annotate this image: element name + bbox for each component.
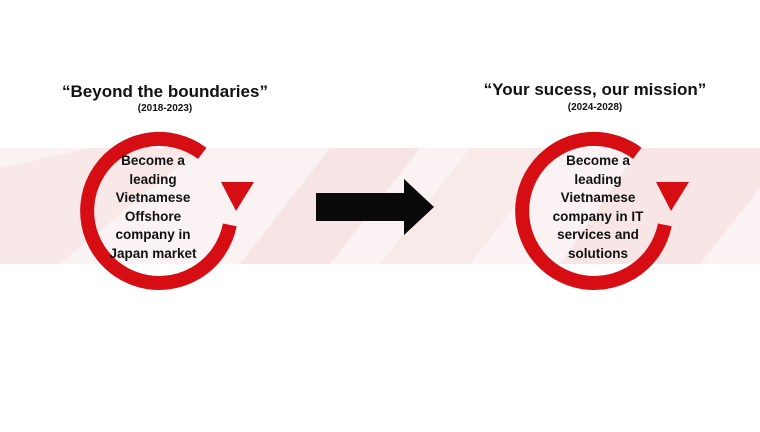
left-period: (2018-2023): [137, 103, 193, 114]
left-goal-line: Become a: [121, 153, 185, 168]
right-goal-line: solutions: [568, 245, 628, 261]
left-goal-line: Offshore: [124, 208, 182, 224]
right-goal-line: Become a: [566, 153, 630, 168]
left-goal-line: Vietnamese: [115, 190, 191, 205]
right-cycle-arrow-icon: [515, 132, 689, 290]
left-goal-line: leading: [129, 171, 177, 187]
left-goal-line: Japan market: [109, 245, 197, 261]
left-slogan: “Beyond the boundaries”: [62, 82, 268, 101]
right-slogan: “Your sucess, our mission”: [483, 80, 707, 99]
right-goal-line: leading: [574, 171, 622, 187]
left-goal-line: company in: [115, 227, 191, 242]
right-period: (2024-2028): [567, 102, 623, 113]
right-arrow-icon: [316, 179, 434, 235]
right-goal-line: services and: [557, 227, 639, 242]
right-goal-text: Become a leading Vietnamese company in I…: [532, 152, 664, 263]
right-goal-line: company in IT: [552, 208, 644, 224]
left-cycle-arrow-icon: [80, 132, 254, 290]
left-goal-text: Become a leading Vietnamese Offshore com…: [93, 152, 213, 263]
right-goal-line: Vietnamese: [560, 190, 636, 205]
